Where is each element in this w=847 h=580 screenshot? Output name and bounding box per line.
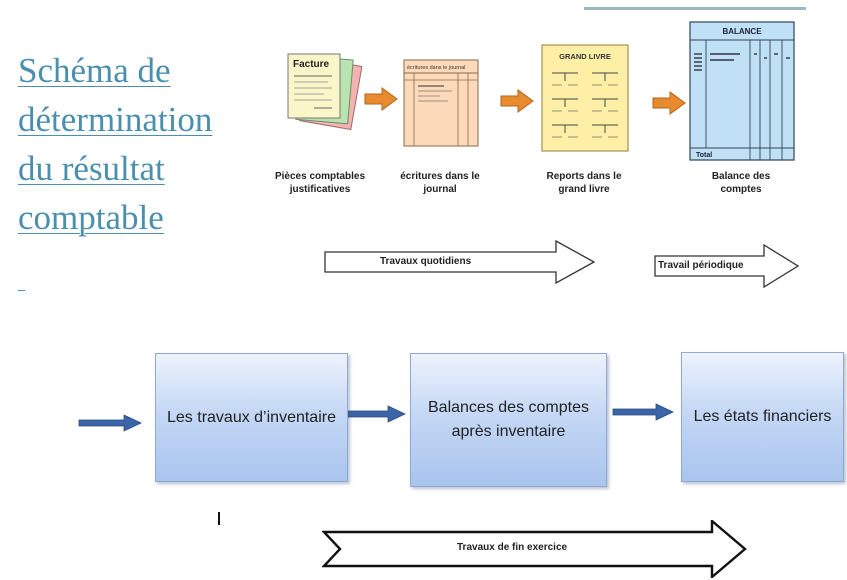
blue-arrow-icon	[346, 405, 406, 423]
notched-arrow-icon	[322, 520, 747, 578]
title-line: comptable	[18, 198, 164, 237]
box-label: Les états financiers	[693, 408, 832, 425]
doc-header: Facture	[293, 59, 330, 70]
top-rule	[584, 7, 806, 10]
periodic-work-arrow: Travail périodique	[654, 244, 800, 288]
post-inventory-balance-box: Balances des comptes après inventaire	[410, 353, 607, 487]
title-line: du résultat	[18, 149, 165, 188]
doc-header: GRAND LIVRE	[559, 52, 611, 61]
box-label: Balances des comptes après inventaire	[428, 399, 589, 440]
daily-work-arrow: Travaux quotidiens	[324, 240, 596, 284]
inventory-work-box: Les travaux d’inventaire	[155, 353, 348, 482]
balance-document-icon: BALANCE Total	[689, 21, 795, 161]
box-label: Les travaux d’inventaire	[167, 408, 336, 426]
hollow-arrow-icon	[654, 244, 800, 288]
ledger-document-icon: GRAND LIVRE	[541, 44, 629, 152]
title-line: Schéma de	[18, 51, 171, 90]
arrow-label: Travaux quotidiens	[380, 256, 472, 267]
blue-arrow-icon	[612, 403, 674, 421]
financial-statements-box: Les états financiers	[681, 352, 844, 482]
journal-document-icon: écritures dans le journal	[403, 59, 479, 147]
arrow-label: Travail périodique	[658, 260, 744, 271]
title-line: détermination	[18, 100, 213, 139]
orange-arrow-icon	[652, 91, 686, 115]
blue-arrow-icon	[78, 414, 142, 432]
orange-arrow-icon	[364, 87, 398, 111]
doc-header: BALANCE	[722, 27, 762, 36]
doc-caption: écritures dans le journal	[400, 171, 480, 195]
hollow-arrow-icon	[324, 240, 596, 284]
diagram-title: Schéma de détermination du résultat comp…	[18, 46, 258, 242]
invoice-stack-icon: Facture	[287, 53, 363, 131]
arrow-label: Travaux de fin exercice	[457, 542, 568, 553]
doc-header: écritures dans le journal	[407, 65, 465, 71]
orange-arrow-icon	[500, 89, 534, 113]
year-end-work-arrow: Travaux de fin exercice	[322, 520, 747, 578]
doc-footer: Total	[696, 152, 712, 159]
tick-mark	[218, 512, 220, 525]
doc-caption: Pièces comptables justificatives	[274, 171, 366, 195]
dash-mark	[18, 290, 25, 291]
doc-caption: Reports dans le grand livre	[546, 171, 622, 195]
doc-caption: Balance des comptes	[711, 171, 771, 195]
